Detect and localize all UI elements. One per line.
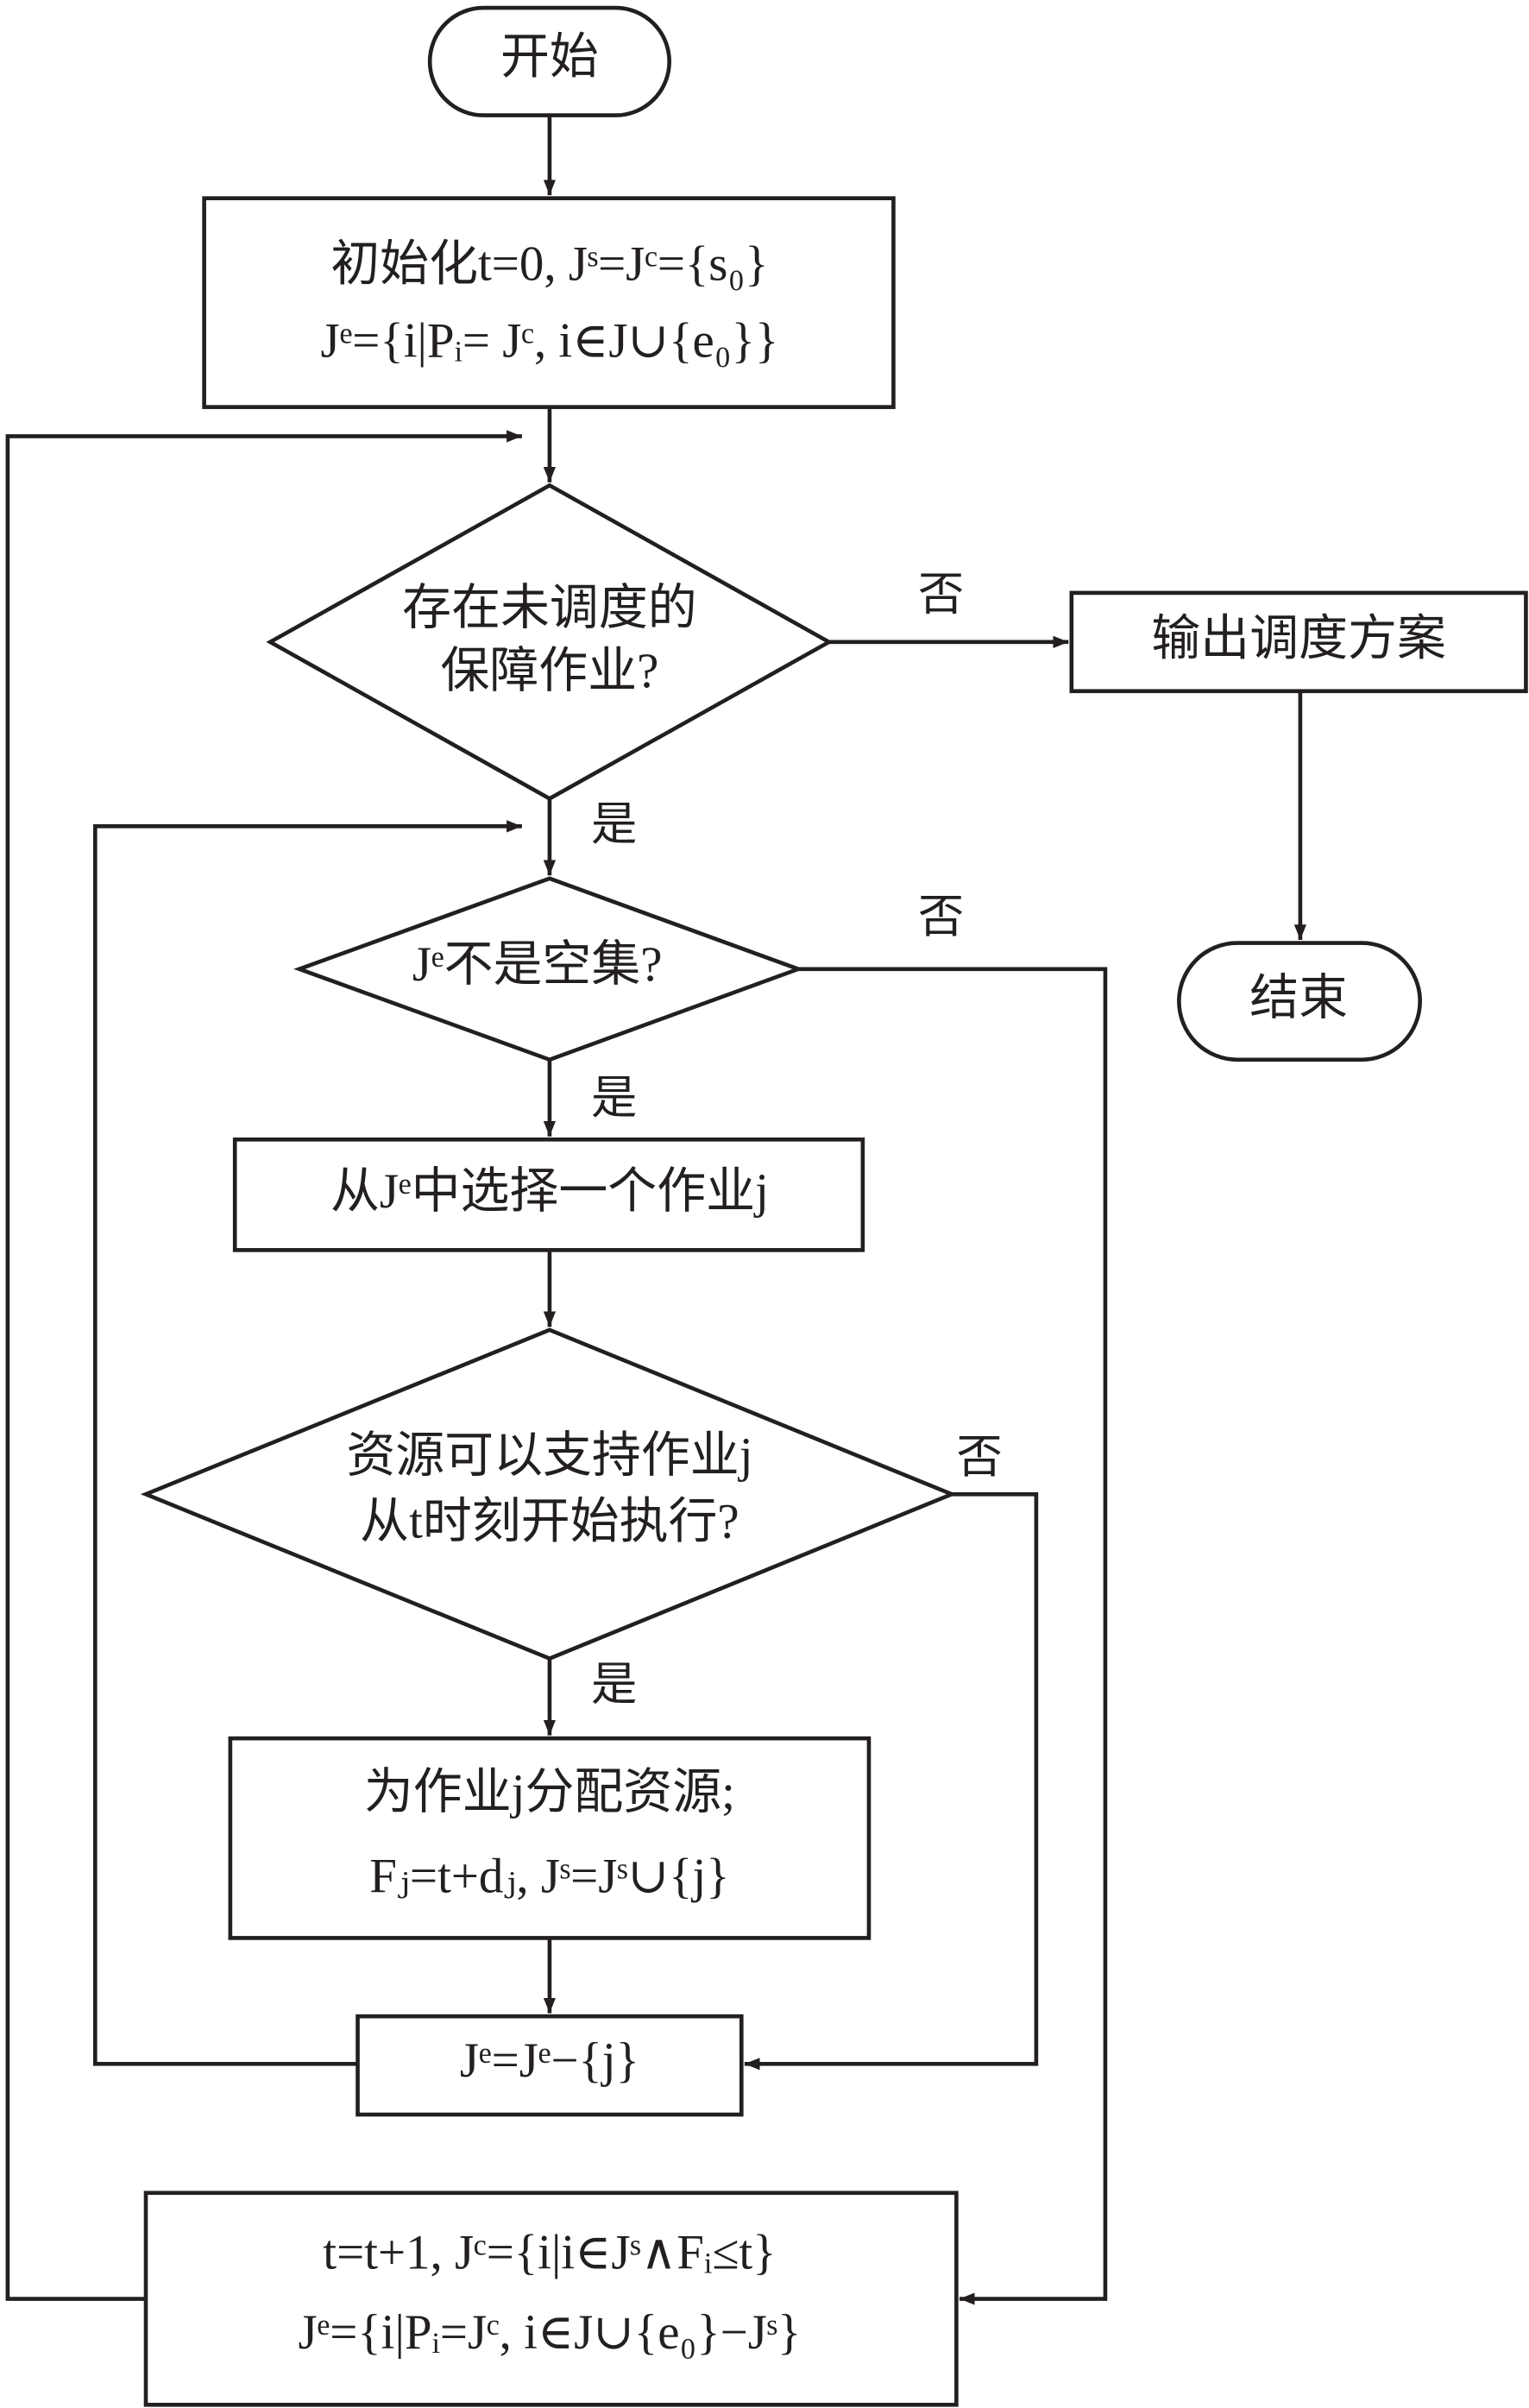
- start-node: 开始: [427, 5, 672, 117]
- connectors: [5, 115, 1307, 2305]
- select-box: 从Jᵉ中选择一个作业j: [232, 1137, 865, 1252]
- arrow-resource-no: [744, 1491, 1039, 2071]
- end-node: 结束: [1177, 941, 1422, 1062]
- outer-loop-line: [5, 430, 522, 2301]
- init-box: 初始化t=0, Jˢ=Jᶜ={s₀} Jᵉ={i|Pᵢ= Jᶜ, i∈J∪{e₀…: [202, 196, 896, 409]
- label-yes-nonempty: 是: [591, 1072, 637, 1124]
- allocate-line-1: 为作业j分配资源;: [364, 1765, 735, 1819]
- label-no-nonempty: 否: [918, 891, 964, 942]
- output-box: 输出调度方案: [1069, 590, 1528, 694]
- update-line-1: t=t+1, Jᶜ={i|i∈Jˢ∧Fᵢ≤t}: [323, 2226, 776, 2280]
- remove-box: Jᵉ=Jᵉ−{j}: [356, 2014, 744, 2117]
- decision-unscheduled-line-2: 保障作业?: [440, 644, 658, 698]
- select-label: 从Jᵉ中选择一个作业j: [330, 1164, 769, 1219]
- label-no-unscheduled: 否: [918, 568, 964, 620]
- remove-label: Jᵉ=Jᵉ−{j}: [460, 2033, 639, 2088]
- decision-nonempty-label: Jᵉ不是空集?: [412, 937, 663, 992]
- allocate-line-2: Fⱼ=t+dⱼ, Jˢ=Jˢ∪{j}: [369, 1850, 729, 1904]
- output-label: 输出调度方案: [1151, 612, 1446, 666]
- decision-resource-line-2: 从t时刻开始执行?: [360, 1495, 739, 1549]
- label-no-resource: 否: [956, 1431, 1002, 1483]
- decision-unscheduled-line-1: 存在未调度的: [402, 581, 697, 635]
- allocate-box: 为作业j分配资源; Fⱼ=t+dⱼ, Jˢ=Jˢ∪{j}: [228, 1736, 871, 1940]
- decision-resource-line-1: 资源可以支持作业j: [346, 1428, 752, 1483]
- arrow-empty-to-update: [798, 967, 1108, 2305]
- start-label: 开始: [500, 29, 599, 84]
- inner-loop-line: [92, 820, 522, 2066]
- decision-nonempty: Jᵉ不是空集?: [293, 876, 804, 1062]
- label-yes-resource: 是: [591, 1658, 637, 1710]
- decision-resource: 资源可以支持作业j 从t时刻开始执行?: [140, 1327, 958, 1661]
- end-label: 结束: [1249, 971, 1348, 1025]
- init-line-1: 初始化t=0, Jˢ=Jᶜ={s₀}: [330, 237, 768, 292]
- update-box: t=t+1, Jᶜ={i|i∈Jˢ∧Fᵢ≤t} Jᵉ={i|Pᵢ=Jᶜ, i∈J…: [143, 2191, 959, 2407]
- decision-unscheduled: 存在未调度的 保障作业?: [266, 482, 834, 801]
- init-line-2: Jᵉ={i|Pᵢ= Jᶜ, i∈J∪{e₀}}: [321, 314, 779, 369]
- label-yes-unscheduled: 是: [591, 798, 637, 850]
- update-line-2: Jᵉ={i|Pᵢ=Jᶜ, i∈J∪{e₀}−Jˢ}: [299, 2305, 802, 2360]
